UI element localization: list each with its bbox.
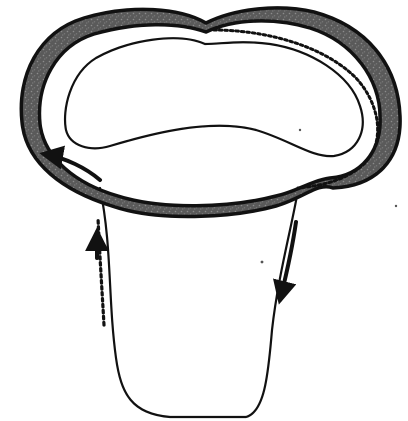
lower-u-loop [100, 188, 298, 417]
stray-dot [299, 129, 301, 131]
shaded-band-loop [21, 8, 400, 217]
stray-dot [395, 205, 397, 207]
stray-dot [261, 261, 264, 264]
inner-outline-loop [65, 38, 363, 156]
